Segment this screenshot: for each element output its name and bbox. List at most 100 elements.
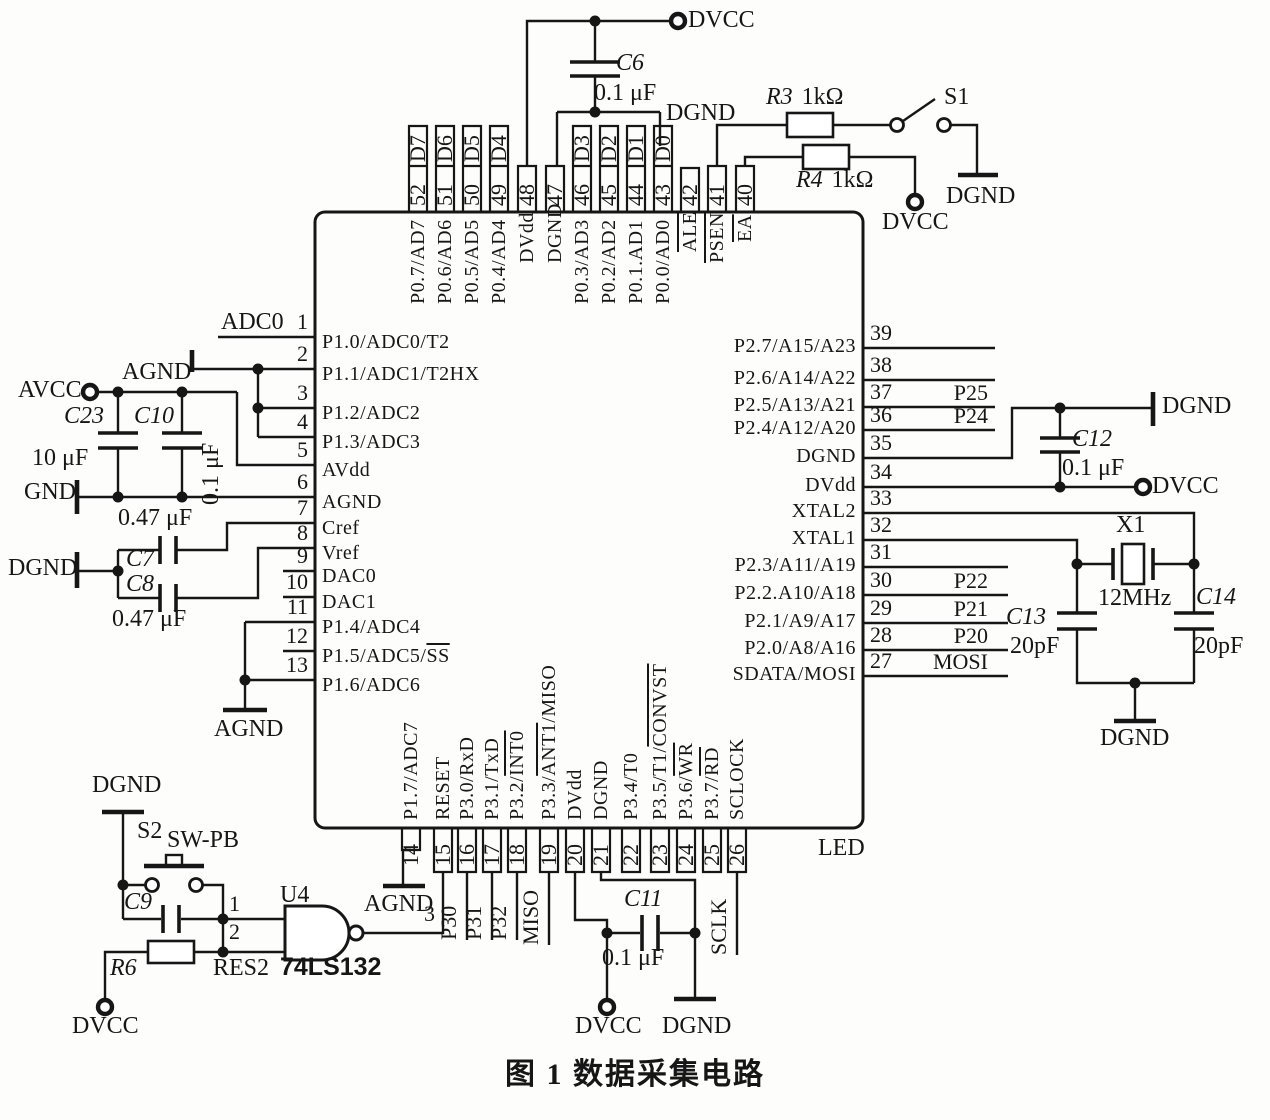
- cap-c10-value: 0.1 μF: [198, 442, 224, 505]
- pin-number-42: 42: [677, 184, 702, 206]
- net-label-dgnd-s1: DGND: [946, 183, 1016, 209]
- net-label-p21: P21: [953, 596, 988, 621]
- pin-number-13: 13: [286, 652, 308, 677]
- power-terminal: [1133, 477, 1153, 497]
- cap-c10-ref: C10: [134, 403, 175, 429]
- junction-dot: [1188, 558, 1200, 570]
- pin-label-22: P3.4/T0: [620, 752, 642, 820]
- pin-number-17: 17: [479, 844, 504, 866]
- pin-number-10: 10: [286, 569, 308, 594]
- cap-c12-value: 0.1 μF: [1062, 455, 1125, 481]
- pin-label-48: DVdd: [516, 211, 538, 263]
- switch-contact: [188, 877, 204, 893]
- pin-label-2: P1.1/ADC1/T2HX: [322, 363, 480, 385]
- pin-number-29: 29: [870, 595, 892, 620]
- cap-c11-ref: C11: [624, 886, 663, 912]
- pin-number-33: 33: [870, 485, 892, 510]
- switch-contact: [936, 117, 952, 133]
- pin-number-3: 3: [297, 380, 308, 405]
- pin-number-28: 28: [870, 622, 892, 647]
- net-label-p32: P32: [486, 905, 511, 940]
- cap-c6-value: 0.1 μF: [594, 80, 657, 106]
- xtal-x1-ref: X1: [1116, 512, 1146, 538]
- cap-c6-ref: C6: [616, 50, 645, 76]
- gate-u4-pin2: 2: [229, 919, 240, 944]
- pin-number-1: 1: [297, 309, 308, 334]
- net-label-dvcc-pin20: DVCC: [575, 1013, 642, 1039]
- pin-number-39: 39: [870, 320, 892, 345]
- crystal-x1: [1120, 542, 1146, 586]
- pin-number-44: 44: [623, 184, 648, 206]
- power-terminal: [905, 192, 925, 212]
- cap-c13-value: 20pF: [1010, 633, 1060, 659]
- pin-label-20: DVdd: [564, 769, 586, 820]
- pin-label-25: P3.7/RD: [701, 747, 723, 820]
- pin-label-31: P2.3/A11/A19: [734, 554, 856, 576]
- junction-dot: [1071, 558, 1083, 570]
- pin-label-13: P1.6/ADC6: [322, 674, 421, 696]
- pin-label-12: P1.5/ADC5/SS: [322, 645, 450, 667]
- pin-number-7: 7: [297, 495, 308, 520]
- cap-c14-ref: C14: [1196, 584, 1237, 610]
- pin-label-17: P3.1/TxD: [481, 737, 503, 820]
- pin-number-26: 26: [724, 844, 749, 866]
- pin-number-35: 35: [870, 430, 892, 455]
- pin-number-15: 15: [430, 844, 455, 866]
- pin-label-44: P0.1.AD1: [625, 220, 647, 305]
- junction-dot: [689, 927, 701, 939]
- net-label-dgnd-c12: DGND: [1162, 393, 1232, 419]
- net-label-dgnd-c7c8: DGND: [8, 555, 78, 581]
- pin-label-14: P1.7/ADC7: [400, 721, 422, 820]
- pin-number-27: 27: [870, 648, 892, 673]
- net-label-d1: D1: [623, 135, 648, 162]
- power-terminal: [95, 997, 115, 1017]
- net-label-avcc: AVCC: [18, 377, 82, 403]
- pin-number-24: 24: [673, 844, 698, 866]
- net-label-d5: D5: [459, 135, 484, 162]
- net-label-mosi: MOSI: [932, 649, 988, 674]
- pin-number-16: 16: [454, 844, 479, 866]
- res-r4-ref: R4: [796, 167, 823, 193]
- pin-number-5: 5: [297, 437, 308, 462]
- pin-number-49: 49: [486, 184, 511, 206]
- pin-label-3: P1.2/ADC2: [322, 402, 421, 424]
- pin-number-50: 50: [459, 184, 484, 206]
- pin-label-43: P0.0/AD0: [652, 219, 674, 305]
- pin-label-24: P3.6/WR: [675, 742, 697, 820]
- junction-dot: [252, 363, 264, 375]
- cap-c8-ref: C8: [126, 571, 155, 597]
- pin-number-46: 46: [569, 184, 594, 206]
- pin-number-18: 18: [504, 844, 529, 866]
- pin-number-14: 14: [398, 844, 423, 866]
- pin-number-21: 21: [588, 844, 613, 866]
- pin-label-28: P2.0/A8/A16: [744, 637, 856, 659]
- pin-number-40: 40: [732, 184, 757, 206]
- net-label-dvcc-pin34: DVCC: [1152, 473, 1219, 499]
- power-terminal: [597, 997, 617, 1017]
- res-r3-ref: R3: [766, 84, 793, 110]
- net-label-d6: D6: [432, 135, 457, 162]
- net-label-dgnd-c6: DGND: [666, 100, 736, 126]
- net-label-p24: P24: [953, 403, 988, 428]
- junction-dot: [1054, 481, 1066, 493]
- pin-label-37: P2.5/A13/A21: [733, 394, 856, 416]
- net-label-p22: P22: [953, 568, 988, 593]
- junction-dot: [176, 386, 188, 398]
- junction-dot: [589, 15, 601, 27]
- cap-c13-ref: C13: [1006, 604, 1047, 630]
- junction-dot: [112, 491, 124, 503]
- net-label-d0: D0: [650, 135, 675, 162]
- cap-c7-ref: C7: [126, 546, 155, 572]
- pin-label-1: P1.0/ADC0/T2: [322, 331, 450, 353]
- pin-number-23: 23: [647, 844, 672, 866]
- pin-number-36: 36: [870, 402, 892, 427]
- pin-label-27: SDATA/MOSI: [732, 663, 856, 685]
- pin-label-21: DGND: [590, 760, 612, 820]
- gate-u4-pin3: 3: [424, 901, 435, 926]
- net-label-agnd-pin13: AGND: [214, 716, 284, 742]
- resistor-r4: [801, 143, 851, 171]
- junction-dot: [1129, 677, 1141, 689]
- figure-caption: 图 1 数据采集电路: [505, 1058, 765, 1091]
